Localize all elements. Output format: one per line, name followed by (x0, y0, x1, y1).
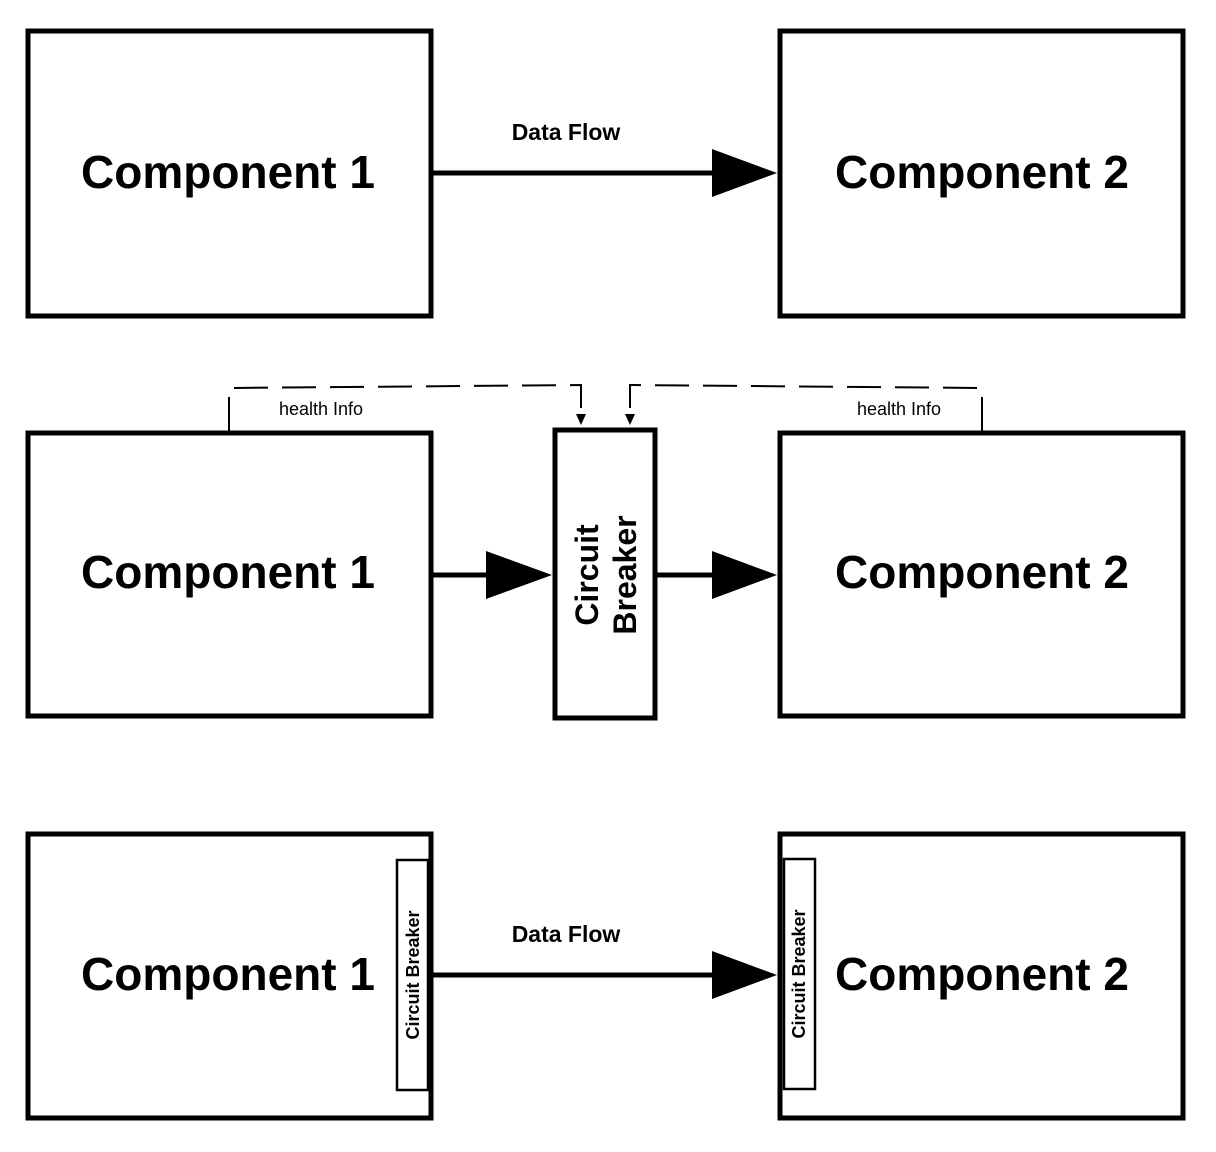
health-info-left-arrowhead (576, 414, 586, 425)
component-2-label: Component 2 (835, 948, 1129, 1000)
component-1-box (25, 430, 434, 719)
component-1-label: Component 1 (81, 146, 375, 198)
component-1-label: Component 1 (81, 546, 375, 598)
component-2-box (777, 430, 1186, 719)
data-flow-arrowhead (712, 951, 777, 999)
health-info-right-dashed-line (629, 383, 983, 431)
circuit-breaker-box (552, 427, 658, 721)
circuit-breaker-embedded-right-label: Circuit Breaker (789, 909, 809, 1038)
health-info-left-label: health Info (279, 399, 363, 419)
row-direct-flow: Component 1 Component 2 Data Flow (25, 28, 1186, 319)
circuit-breaker-embedded-left (395, 858, 430, 1092)
component-1-box (25, 831, 434, 1121)
component-1-label: Component 1 (81, 948, 375, 1000)
component-2-label: Component 2 (835, 546, 1129, 598)
row-embedded-breakers: Component 1 Component 2 Circuit Breaker … (25, 831, 1186, 1121)
flow-arrow-to-component-2-head (712, 551, 777, 599)
component-1-box (25, 28, 434, 319)
circuit-breaker-embedded-left-label: Circuit Breaker (403, 910, 423, 1039)
health-info-left-dashed-line (228, 383, 582, 431)
component-2-label: Component 2 (835, 146, 1129, 198)
data-flow-label: Data Flow (512, 119, 621, 145)
circuit-breaker-label-line1: Circuit (569, 524, 605, 626)
circuit-breaker-embedded-right (782, 857, 817, 1091)
data-flow-label: Data Flow (512, 921, 621, 947)
component-2-box (777, 831, 1186, 1121)
component-2-box (777, 28, 1186, 319)
row-central-breaker: Component 1 Component 2 Circuit Breaker … (25, 383, 1186, 721)
circuit-breaker-label-line2: Breaker (607, 515, 643, 634)
flow-arrow-to-breaker-head (486, 551, 552, 599)
data-flow-arrowhead (712, 149, 777, 197)
health-info-right-label: health Info (857, 399, 941, 419)
health-info-right-arrowhead (625, 414, 635, 425)
